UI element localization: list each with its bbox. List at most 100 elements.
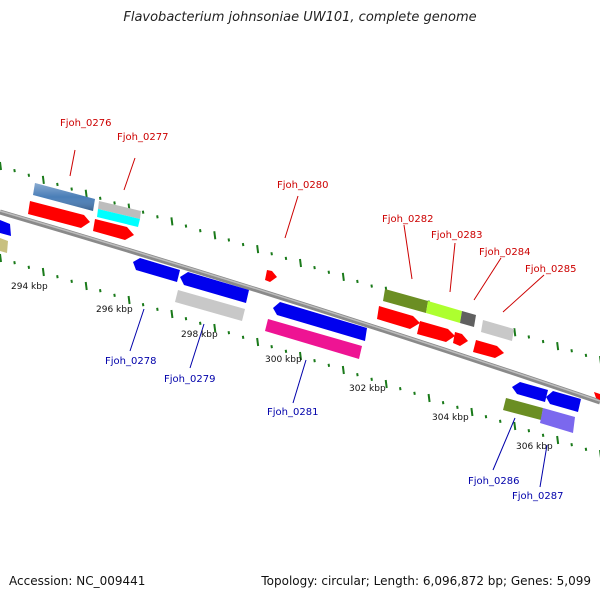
gene-label-0281[interactable]: Fjoh_0281 [267,407,318,418]
gene-label-0278[interactable]: Fjoh_0278 [105,356,156,367]
outer-tick-mark [227,238,231,242]
gene-feature-0282[interactable] [383,289,428,313]
outer-tick-mark [513,328,517,337]
outer-tick-mark [199,229,202,233]
inner-tick-mark [584,447,588,451]
gene-label-0287[interactable]: Fjoh_0287 [512,491,563,502]
outer-tick-mark [527,335,531,339]
inner-tick-mark [199,321,202,325]
inner-tick-mark [484,415,488,419]
gene-feature-0279-grey[interactable] [175,290,245,321]
gene-feature-0277-grey[interactable] [98,201,141,219]
gene-feature-partial-blue[interactable] [0,220,11,236]
outer-tick-mark [541,339,545,344]
inner-tick-mark [341,365,345,375]
outer-tick-mark [170,217,174,226]
gene-label-0283[interactable]: Fjoh_0283 [431,230,482,241]
gene-feature-0285[interactable] [481,320,514,341]
gene-label-0286[interactable]: Fjoh_0286 [468,476,519,487]
gene-feature-0277[interactable] [97,209,140,227]
inner-tick-mark [141,303,145,307]
gene-feature-0282-red[interactable] [377,306,420,329]
map-title: Flavobacterium johnsoniae UW101, complet… [123,10,477,25]
outer-tick-mark [370,284,373,288]
outer-tick-mark [241,242,245,247]
gene-label-0284[interactable]: Fjoh_0284 [479,247,530,258]
gene-feature-0278[interactable] [133,258,180,282]
inner-tick-mark [27,265,31,269]
gene-label-0285[interactable]: Fjoh_0285 [525,264,576,275]
inner-tick-mark [470,407,474,417]
inner-tick-mark [413,391,416,395]
outer-tick-mark [284,256,288,261]
gene-feature-0284[interactable] [460,311,476,327]
gene-label-0277[interactable]: Fjoh_0277 [117,132,168,143]
gene-feature-partial-olive[interactable] [0,238,8,253]
inner-tick-mark [0,253,2,263]
gene-feature-0281-pink[interactable] [265,319,362,359]
inner-tick-mark [70,279,73,283]
gene-feature-0277-red[interactable] [93,219,134,240]
outer-tick-mark [84,189,88,198]
kbp-label-296: 296 kbp [96,305,133,315]
gene-label-0279[interactable]: Fjoh_0279 [164,374,215,385]
gene-feature-0284-red[interactable] [453,332,468,346]
outer-tick-mark [341,272,345,281]
inner-tick-mark [399,387,402,391]
genome-backbone-highlight [0,210,600,402]
gene-feature-0276-red[interactable] [28,201,90,228]
gene-feature-0281[interactable] [273,302,367,341]
inner-tick-mark [227,331,231,335]
inner-tick-mark [184,317,188,321]
gene-feature-0283-red[interactable] [417,321,455,342]
kbp-label-294: 294 kbp [11,282,48,292]
gene-feature-0286[interactable] [503,398,543,420]
gene-feature-0279[interactable] [180,272,249,303]
inner-tick-mark [541,433,545,437]
inner-tick-mark [456,405,459,409]
genome-summary-text: Topology: circular; Length: 6,096,872 bp… [261,574,591,588]
inner-tick-mark [213,323,217,333]
inner-tick-mark [513,421,517,431]
gene-feature-0286-blue[interactable] [512,382,548,402]
gene-feature-0287-blue[interactable] [546,391,581,412]
gene-feature-0285-red[interactable] [473,340,504,358]
inner-tick-mark [113,293,116,297]
inner-tick-mark [370,377,373,381]
inner-tick-mark [384,379,388,389]
outer-tick-mark [327,270,331,274]
inner-tick-mark [84,281,88,291]
outer-tick-mark [356,279,359,284]
kbp-label-306: 306 kbp [516,442,553,452]
inner-tick-mark [527,429,531,433]
gene-feature-0283[interactable] [426,301,462,323]
outer-tick-mark [141,210,145,214]
outer-tick-mark [570,349,573,353]
gene-label-0276[interactable]: Fjoh_0276 [60,118,111,129]
callout-lines [69,149,548,488]
inner-tick-mark [41,267,45,277]
outer-tick-mark [256,245,260,254]
inner-tick-mark [99,289,102,293]
outer-tick-mark [41,175,45,184]
kbp-label-300: 300 kbp [265,355,302,365]
gene-feature-partial-red-right[interactable] [594,392,600,400]
inner-tick-mark [13,261,16,265]
gene-label-0280[interactable]: Fjoh_0280 [277,180,328,191]
outer-tick-mark [27,173,31,177]
inner-tick-mark [156,307,159,311]
gene-feature-0287[interactable] [540,408,575,433]
outer-tick-mark [313,265,316,270]
genome-backbone [0,209,600,405]
inner-tick-row [0,253,600,459]
outer-tick-mark [184,224,188,228]
gene-label-0282[interactable]: Fjoh_0282 [382,214,433,225]
outer-tick-mark [270,252,273,256]
inner-tick-mark [327,363,331,367]
gene-feature-0280[interactable] [265,270,277,282]
inner-tick-mark [499,419,502,423]
outer-tick-mark [213,231,217,240]
outer-tick-row [0,161,600,365]
outer-tick-mark [299,258,302,268]
inner-tick-mark [356,373,359,377]
